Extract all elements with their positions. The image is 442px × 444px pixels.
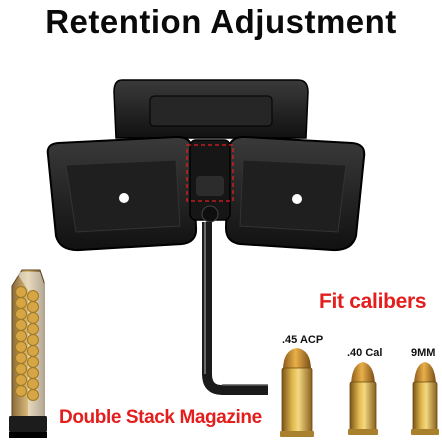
caliber-45-label: .45 ACP — [282, 334, 324, 346]
cartridge-40-icon — [348, 362, 378, 435]
fit-calibers-heading: Fit calibers — [319, 290, 427, 313]
cartridge-9mm-icon — [411, 362, 439, 435]
hex-key-icon — [202, 222, 268, 395]
caliber-9mm-label: 9MM — [411, 347, 436, 359]
page-title: Retention Adjustment — [45, 3, 397, 40]
magazine-label: Double Stack Magazine — [59, 407, 262, 428]
cartridge-45-icon — [280, 348, 314, 437]
caliber-40-label: .40 Cal — [347, 347, 383, 359]
magazine-holster-icon — [46, 79, 366, 252]
double-stack-magazine-icon — [9, 269, 47, 438]
